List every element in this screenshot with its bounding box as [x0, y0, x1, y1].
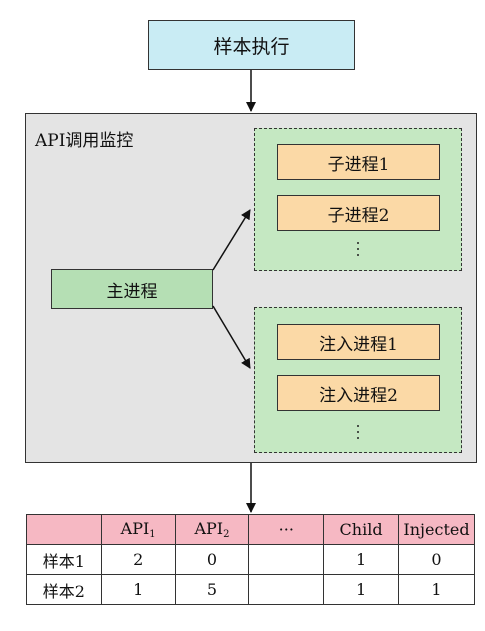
table-cell: 2	[100, 544, 176, 575]
child-process-1-box: 子进程1	[277, 144, 440, 180]
child-process-1-label: 子进程1	[327, 154, 390, 175]
header-cell-injected: Injected	[398, 514, 475, 545]
table-cell: 5	[174, 574, 250, 605]
arrow-main-to-injected	[212, 305, 251, 369]
feature-table: API1 API2 ··· Child Injected 样本1 2 0 1 0…	[26, 514, 475, 605]
injected-ellipsis	[348, 425, 368, 439]
sample-execution-box: 样本执行	[148, 20, 355, 70]
header-cell-api1: API1	[100, 514, 176, 545]
child-process-2-label: 子进程2	[327, 205, 390, 226]
header-cell	[26, 514, 102, 545]
table-row: 样本1 2 0 1 0	[26, 544, 475, 575]
table-cell	[248, 574, 325, 605]
child-process-2-box: 子进程2	[277, 195, 440, 231]
main-process-label: 主进程	[106, 281, 158, 302]
injected-process-2-label: 注入进程2	[319, 385, 398, 406]
table-cell	[248, 544, 325, 575]
header-cell-child: Child	[323, 514, 399, 545]
sample-execution-label: 样本执行	[213, 35, 290, 58]
injected-process-1-box: 注入进程1	[277, 324, 440, 360]
arrow-main-to-child	[212, 209, 251, 271]
header-cell-ellipsis: ···	[248, 514, 325, 545]
main-process-box: 主进程	[51, 269, 213, 309]
table-header-row: API1 API2 ··· Child Injected	[26, 514, 475, 545]
table-cell: 1	[323, 574, 399, 605]
table-cell: 1	[398, 574, 475, 605]
row-label: 样本2	[26, 574, 102, 605]
api-monitor-title: API调用监控	[35, 131, 134, 151]
row-label: 样本1	[26, 544, 102, 575]
injected-process-1-label: 注入进程1	[319, 334, 398, 355]
table-cell: 1	[100, 574, 176, 605]
table-cell: 0	[174, 544, 250, 575]
injected-process-2-box: 注入进程2	[277, 375, 440, 411]
child-ellipsis	[348, 242, 368, 256]
table-cell: 1	[323, 544, 399, 575]
table-row: 样本2 1 5 1 1	[26, 574, 475, 605]
header-cell-api2: API2	[174, 514, 250, 545]
table-cell: 0	[398, 544, 475, 575]
